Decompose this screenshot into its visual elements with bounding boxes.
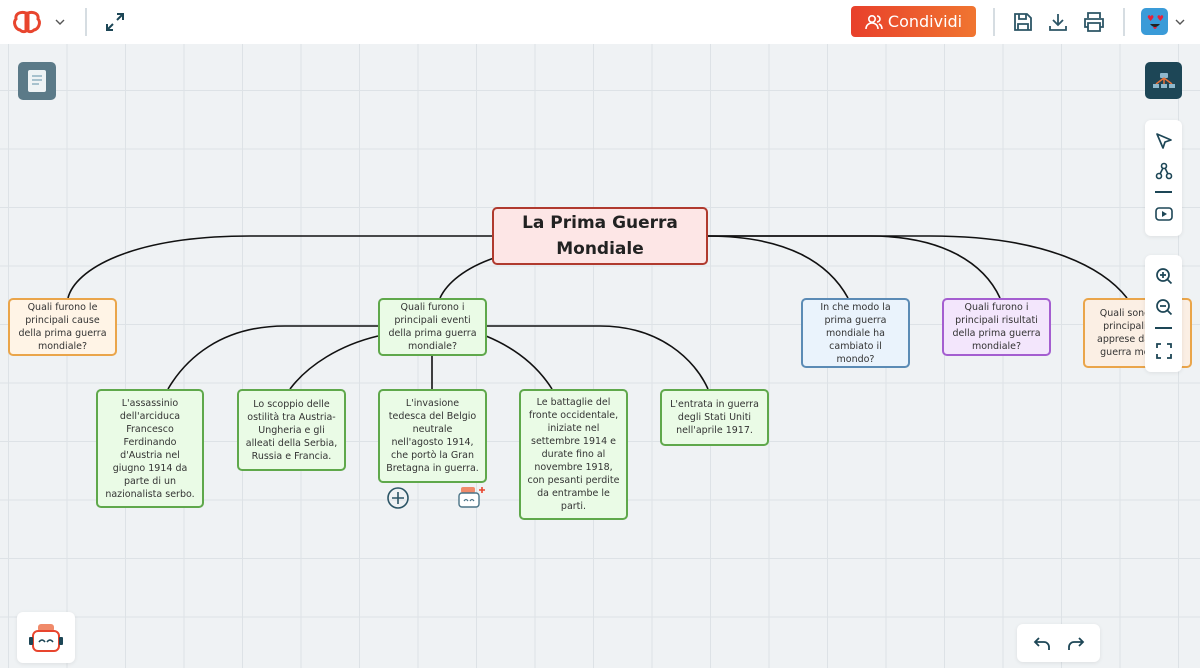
event-node[interactable]: L'invasione tedesca del Belgio neutrale …: [378, 389, 487, 483]
robot-icon: [27, 620, 65, 656]
ai-assistant-button[interactable]: [17, 612, 75, 663]
event-node[interactable]: L'entrata in guerra degli Stati Uniti ne…: [660, 389, 769, 446]
top-bar: Condividi ♥ ♥: [0, 0, 1200, 44]
connector: [486, 325, 709, 390]
zoom-out-icon[interactable]: [1151, 294, 1176, 319]
question-node[interactable]: Quali furono i principali risultati dell…: [942, 298, 1051, 356]
connector: [67, 235, 492, 299]
save-icon[interactable]: [1010, 9, 1036, 35]
divider: [85, 8, 87, 36]
question-node[interactable]: Quali furono le principali cause della p…: [8, 298, 117, 356]
connector: [167, 325, 378, 390]
divider: [1155, 327, 1172, 329]
connect-nodes-icon[interactable]: [1151, 158, 1176, 183]
tools-panel: [1145, 120, 1182, 236]
zoom-in-icon[interactable]: [1151, 263, 1176, 288]
event-node[interactable]: L'assassinio dell'arciduca Francesco Fer…: [96, 389, 204, 508]
add-node-icon[interactable]: [386, 486, 410, 510]
mind-map-canvas[interactable]: [0, 44, 1200, 668]
fit-screen-icon[interactable]: [1151, 338, 1176, 363]
video-icon[interactable]: [1151, 201, 1176, 226]
expand-icon[interactable]: [103, 10, 127, 34]
connector: [707, 235, 1128, 299]
connector: [485, 335, 553, 390]
zoom-panel: [1145, 255, 1182, 372]
map-layout-icon[interactable]: [1145, 62, 1182, 99]
question-node[interactable]: Quali furono i principali eventi della p…: [378, 298, 487, 356]
svg-text:♥ ♥: ♥ ♥: [1147, 14, 1164, 23]
share-label: Condividi: [887, 12, 963, 31]
undo-icon[interactable]: [1029, 631, 1054, 656]
ai-robot-icon[interactable]: [454, 484, 488, 512]
avatar-emoji-icon[interactable]: ♥ ♥: [1141, 8, 1168, 35]
event-node[interactable]: Le battaglie del fronte occidentale, ini…: [519, 389, 628, 520]
brain-logo-icon[interactable]: [10, 8, 44, 36]
question-node[interactable]: In che modo la prima guerra mondiale ha …: [801, 298, 910, 368]
share-button[interactable]: Condividi: [851, 6, 976, 37]
chevron-down-icon[interactable]: [52, 12, 68, 32]
connector: [439, 257, 495, 299]
connector: [707, 235, 1001, 299]
download-icon[interactable]: [1045, 9, 1071, 35]
root-node[interactable]: La Prima Guerra Mondiale: [492, 207, 708, 265]
notes-icon[interactable]: [18, 62, 56, 100]
divider: [993, 8, 995, 36]
cursor-icon[interactable]: [1151, 128, 1176, 153]
chevron-down-icon[interactable]: [1171, 12, 1189, 32]
print-icon[interactable]: [1081, 9, 1107, 35]
divider: [1155, 191, 1172, 193]
history-panel: [1017, 624, 1100, 662]
connector: [289, 335, 379, 390]
users-icon: [865, 14, 883, 29]
event-node[interactable]: Lo scoppio delle ostilità tra Austria-Un…: [237, 389, 346, 471]
divider: [1123, 8, 1125, 36]
redo-icon[interactable]: [1063, 631, 1088, 656]
connector: [706, 235, 849, 299]
